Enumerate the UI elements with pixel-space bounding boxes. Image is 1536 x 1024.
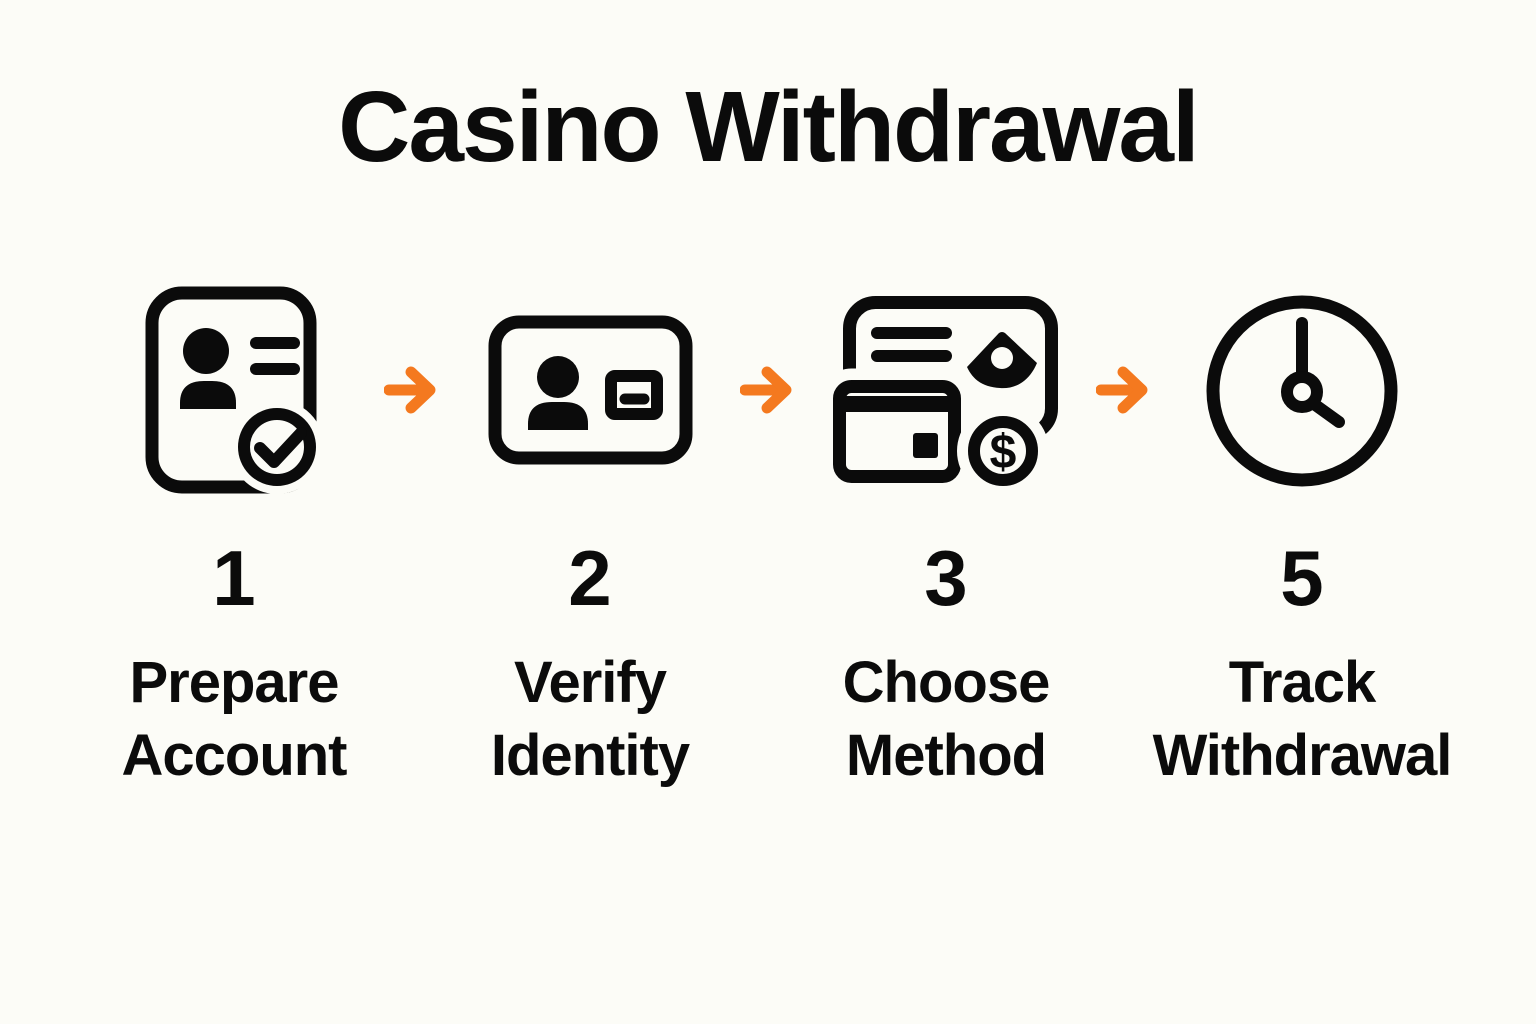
process-flow: 1 Prepare Account xyxy=(84,285,1452,792)
clock-icon-svg xyxy=(1206,295,1397,486)
eye-icon xyxy=(967,331,1037,388)
account-document-check-icon xyxy=(84,285,384,495)
step-label-line1: Prepare xyxy=(129,650,339,715)
id-card-icon xyxy=(440,285,740,495)
payment-method-icon: $ xyxy=(796,285,1096,495)
step-label-line2: Withdrawal xyxy=(1152,722,1453,788)
step-number: 3 xyxy=(924,534,968,622)
id-card-icon-svg xyxy=(488,315,692,465)
step-number: 1 xyxy=(212,534,256,622)
clock-hands xyxy=(1280,316,1345,428)
step-prepare-account: 1 Prepare Account xyxy=(84,285,384,792)
casino-withdrawal-infographic: Casino Withdrawal xyxy=(0,72,1536,1024)
step-track-withdrawal: 5 Track Withdrawal xyxy=(1152,285,1452,792)
person-silhouette xyxy=(180,328,236,409)
card-outline xyxy=(488,315,692,465)
account-document-check-icon-svg xyxy=(145,286,324,494)
step-label: Choose Method xyxy=(842,647,1051,792)
step-label-line2: Account xyxy=(121,722,348,788)
step-label-line2: Identity xyxy=(490,722,690,788)
clock-face xyxy=(1206,295,1397,486)
dollar-coin: $ xyxy=(957,404,1049,488)
step-choose-method: $ 3 Choose Method xyxy=(796,285,1096,792)
card-chip xyxy=(913,432,938,458)
step-number: 5 xyxy=(1280,534,1324,622)
person-silhouette xyxy=(527,356,588,430)
document-outline xyxy=(145,286,317,494)
credit-card xyxy=(831,368,973,488)
document-text-lines xyxy=(250,337,300,375)
step-number: 2 xyxy=(568,534,612,622)
sheet-text-lines xyxy=(871,326,952,362)
page-title: Casino Withdrawal xyxy=(338,71,1200,183)
step-label: Prepare Account xyxy=(121,647,348,792)
step-label-line1: Track xyxy=(1228,650,1377,715)
clock-icon xyxy=(1152,285,1452,495)
check-mark xyxy=(254,427,307,468)
right-arrow-icon xyxy=(739,362,796,418)
step-label-line2: Method xyxy=(845,722,1047,788)
dollar-sign: $ xyxy=(990,426,1017,479)
right-arrow-icon xyxy=(1095,362,1152,418)
step-verify-identity: 2 Verify Identity xyxy=(440,285,740,792)
check-badge xyxy=(230,400,324,494)
step-label-line1: Choose xyxy=(842,650,1051,715)
payment-method-icon-svg: $ xyxy=(831,295,1058,488)
right-arrow-icon xyxy=(383,362,440,418)
step-label: Track Withdrawal xyxy=(1152,647,1453,792)
step-label-line1: Verify xyxy=(513,650,667,715)
photo-box xyxy=(604,370,663,420)
step-label: Verify Identity xyxy=(490,647,690,792)
